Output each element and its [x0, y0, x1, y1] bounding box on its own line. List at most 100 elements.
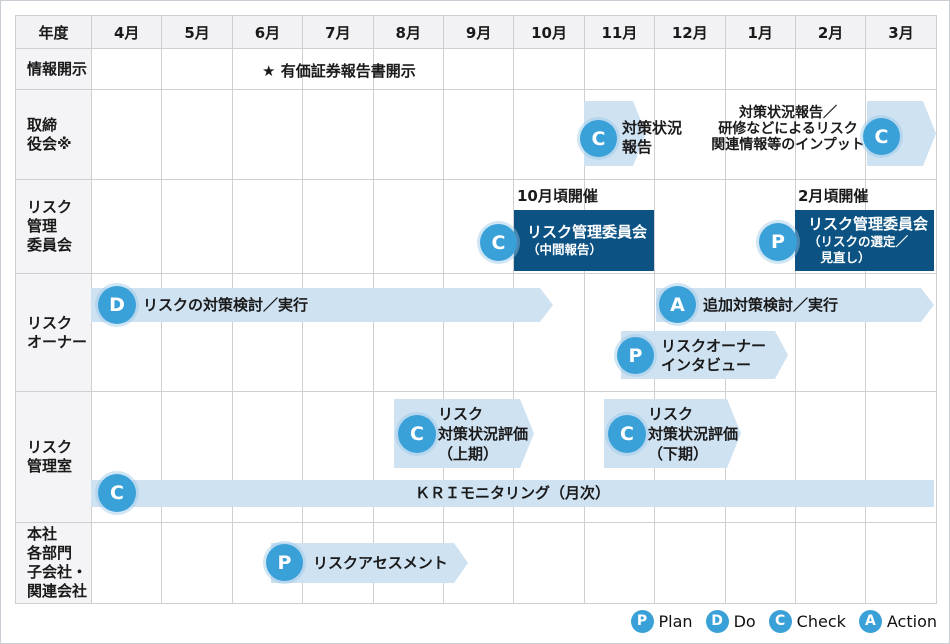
row-label-owner: リスク オーナー — [15, 273, 92, 392]
row-label-board: 取締 役会※ — [15, 89, 92, 180]
month-header: 8月 — [372, 15, 444, 49]
month-header: 5月 — [161, 15, 233, 49]
committee-oct-title: リスク管理委員会 — [527, 223, 648, 241]
month-header: 3月 — [865, 15, 937, 49]
legend-label: Check — [796, 611, 846, 631]
owner-interview-label: リスクオーナー インタビュー — [661, 337, 767, 374]
grid-cell — [442, 48, 515, 90]
row-group-companies: 本社 各部門 子会社・ 関連会社 — [15, 522, 937, 604]
badge-plan: P — [266, 544, 303, 581]
action-badge-icon: A — [858, 609, 882, 633]
board-report-label: 対策状況 報告 — [622, 119, 683, 156]
kri-monitoring-bar: ＫＲＩモニタリング（月次） — [91, 480, 934, 507]
legend-item-do: D Do — [705, 609, 756, 633]
grid-cell — [654, 179, 726, 274]
badge-check: C — [580, 120, 617, 157]
legend-item-check: C Check — [768, 609, 846, 633]
grid-cell — [583, 522, 656, 604]
grid-cell — [724, 522, 796, 604]
grid-cell — [724, 89, 796, 180]
month-header: 4月 — [90, 15, 163, 49]
grid-cell — [654, 522, 726, 604]
grid-cell — [372, 179, 444, 274]
committee-oct-subtitle: （中間報告） — [527, 242, 603, 257]
legend-label: Action — [886, 611, 937, 631]
grid-cell — [794, 522, 867, 604]
securities-report-disclosure-note: ★ 有価証券報告書開示 — [262, 60, 416, 81]
grid-cell — [161, 48, 233, 90]
month-header: 6月 — [231, 15, 304, 49]
month-header: 7月 — [302, 15, 374, 49]
month-header-row: 年度 4月 5月 6月 7月 8月 9月 10月 11月 12月 1月 2月 3… — [15, 15, 937, 49]
legend-item-plan: P Plan — [630, 609, 693, 633]
grid-cell — [513, 89, 585, 180]
legend-label: Do — [733, 611, 756, 631]
grid-cell — [161, 89, 233, 180]
star-icon: ★ — [262, 62, 276, 80]
grid-cell — [90, 179, 163, 274]
grid-cell — [90, 89, 163, 180]
row-label-group-companies: 本社 各部門 子会社・ 関連会社 — [15, 522, 92, 604]
grid-cell — [442, 89, 515, 180]
grid-cell — [231, 48, 304, 90]
badge-check: C — [98, 474, 136, 512]
grid-cell — [90, 48, 163, 90]
grid-cell — [372, 48, 444, 90]
badge-check: C — [480, 224, 517, 261]
grid-cell — [161, 522, 233, 604]
committee-feb-subtitle: （リスクの選定／ 見直し） — [808, 234, 909, 265]
pdca-legend: P Plan D Do C Check A Action — [630, 607, 937, 635]
badge-plan: P — [759, 223, 797, 261]
grid-cell — [654, 48, 726, 90]
owner-action-arrow — [656, 288, 934, 322]
office-eval-h2-label: リスク 対策状況評価 （下期） — [648, 405, 739, 463]
row-label-committee: リスク 管理 委員会 — [15, 179, 92, 274]
legend-item-action: A Action — [858, 609, 937, 633]
grid-cell — [794, 48, 867, 90]
grid-cell — [865, 522, 937, 604]
month-header: 11月 — [583, 15, 656, 49]
corner-cell: 年度 — [15, 15, 92, 49]
badge-check: C — [863, 118, 900, 155]
committee-oct-box: リスク管理委員会 （中間報告） — [514, 210, 654, 271]
grid-cell — [724, 48, 796, 90]
owner-do-label: リスクの対策検討／実行 — [143, 296, 309, 314]
committee-oct-caption: 10月頃開催 — [517, 187, 598, 205]
grid-cell — [231, 179, 304, 274]
grid-cell — [302, 179, 374, 274]
disclosure-text: 有価証券報告書開示 — [280, 62, 416, 80]
owner-action-label: 追加対策検討／実行 — [703, 296, 839, 314]
grid-cell — [231, 89, 304, 180]
badge-check: C — [398, 415, 436, 453]
grid-cell — [302, 48, 374, 90]
row-disclosure: 情報開示 — [15, 48, 937, 90]
board-input-note: 対策状況報告／ 研修などによるリスク 関連情報等のインプット — [711, 105, 865, 153]
badge-plan: P — [617, 337, 654, 374]
month-header: 1月 — [724, 15, 796, 49]
group-assessment-arrow — [271, 543, 468, 583]
grid-cell — [513, 522, 585, 604]
owner-do-arrow — [91, 288, 553, 322]
grid-cell — [865, 48, 937, 90]
grid-cell — [654, 89, 726, 180]
badge-check: C — [608, 415, 646, 453]
legend-label: Plan — [658, 611, 693, 631]
badge-action: A — [659, 286, 696, 323]
row-label-office: リスク 管理室 — [15, 391, 92, 523]
grid-cell — [90, 522, 163, 604]
month-header: 2月 — [794, 15, 867, 49]
month-header: 9月 — [442, 15, 515, 49]
plan-badge-icon: P — [630, 609, 654, 633]
grid-cell — [161, 179, 233, 274]
committee-feb-caption: 2月頃開催 — [798, 187, 869, 205]
office-eval-h1-label: リスク 対策状況評価 （上期） — [438, 405, 529, 463]
grid-cell — [583, 48, 656, 90]
month-header: 12月 — [654, 15, 726, 49]
grid-cell — [513, 48, 585, 90]
committee-feb-box: リスク管理委員会 （リスクの選定／ 見直し） — [795, 210, 934, 271]
group-assessment-label: リスクアセスメント — [313, 554, 448, 572]
committee-feb-title: リスク管理委員会 — [808, 215, 929, 233]
row-label-disclosure: 情報開示 — [15, 48, 92, 90]
grid-cell — [372, 89, 444, 180]
